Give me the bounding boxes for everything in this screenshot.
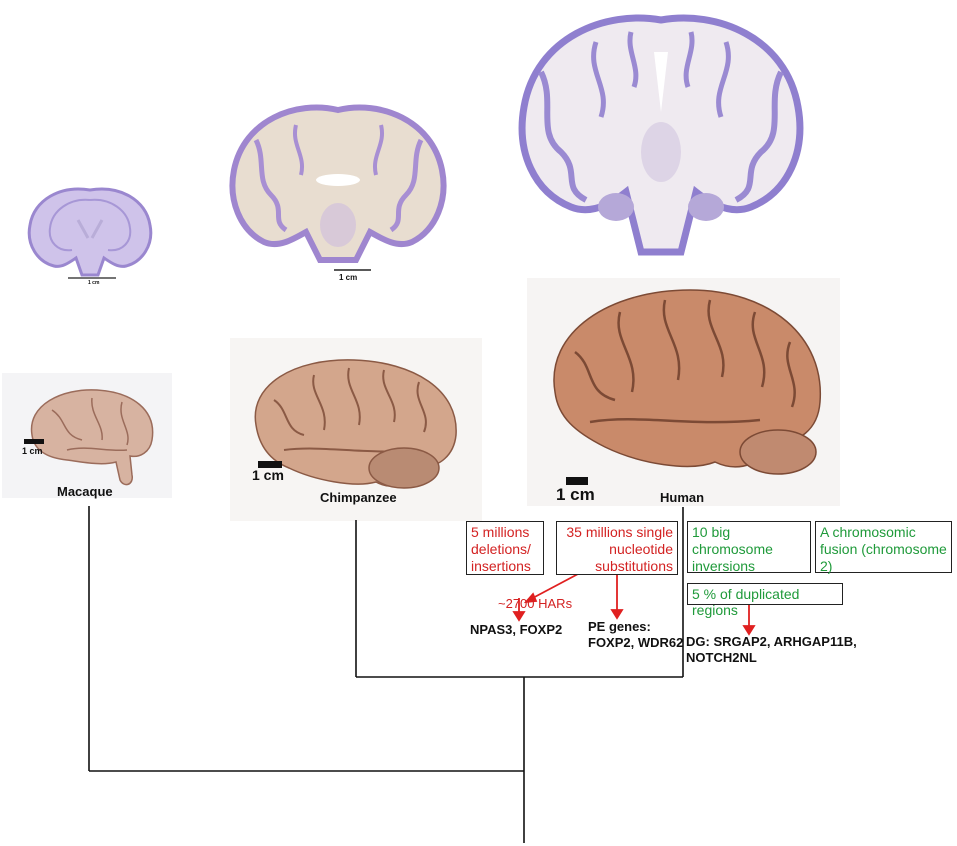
pe-genes-title: PE genes: [588, 619, 651, 634]
macaque-brain [30, 389, 154, 486]
dg-genes-line2: NOTCH2NL [686, 650, 757, 665]
snp-box: 35 millions single nucleotide substituti… [556, 521, 678, 575]
chromosome-fusion-box: A chromosomic fusion (chromosome 2) [815, 521, 952, 574]
har-genes-label: NPAS3, FOXP2 [470, 622, 563, 637]
indels-box: 5 millions deletions/ insertions [466, 521, 544, 575]
hars-label: ~2700 HARs [498, 596, 573, 611]
duplications-box: 5 % of duplicated regions [687, 583, 843, 618]
chimpanzee-section-scale-label: 1 cm [339, 273, 358, 282]
chimpanzee-brain [254, 359, 457, 489]
chimpanzee-scale-label: 1 cm [252, 467, 284, 483]
human-label: Human [660, 490, 705, 505]
macaque-section-scale-label: 1 cm [88, 280, 100, 286]
chimpanzee-label: Chimpanzee [320, 490, 397, 505]
macaque-scale-label: 1 cm [22, 446, 43, 456]
macaque-coronal-section [27, 187, 153, 279]
human-scale-label: 1 cm [556, 485, 595, 504]
macaque-label: Macaque [57, 484, 113, 499]
dg-genes-line1: DG: SRGAP2, ARHGAP11B, [686, 634, 857, 649]
pe-genes-list: FOXP2, WDR62 [588, 635, 684, 650]
human-scale-bar [566, 477, 588, 485]
human-brain [553, 289, 821, 475]
macaque-scale-bar [24, 439, 44, 444]
chimpanzee-coronal-section [229, 104, 447, 271]
inversions-box: 10 big chromosome inversions [687, 521, 811, 574]
chimpanzee-scale-bar [258, 461, 282, 468]
human-coronal-section [518, 14, 804, 256]
